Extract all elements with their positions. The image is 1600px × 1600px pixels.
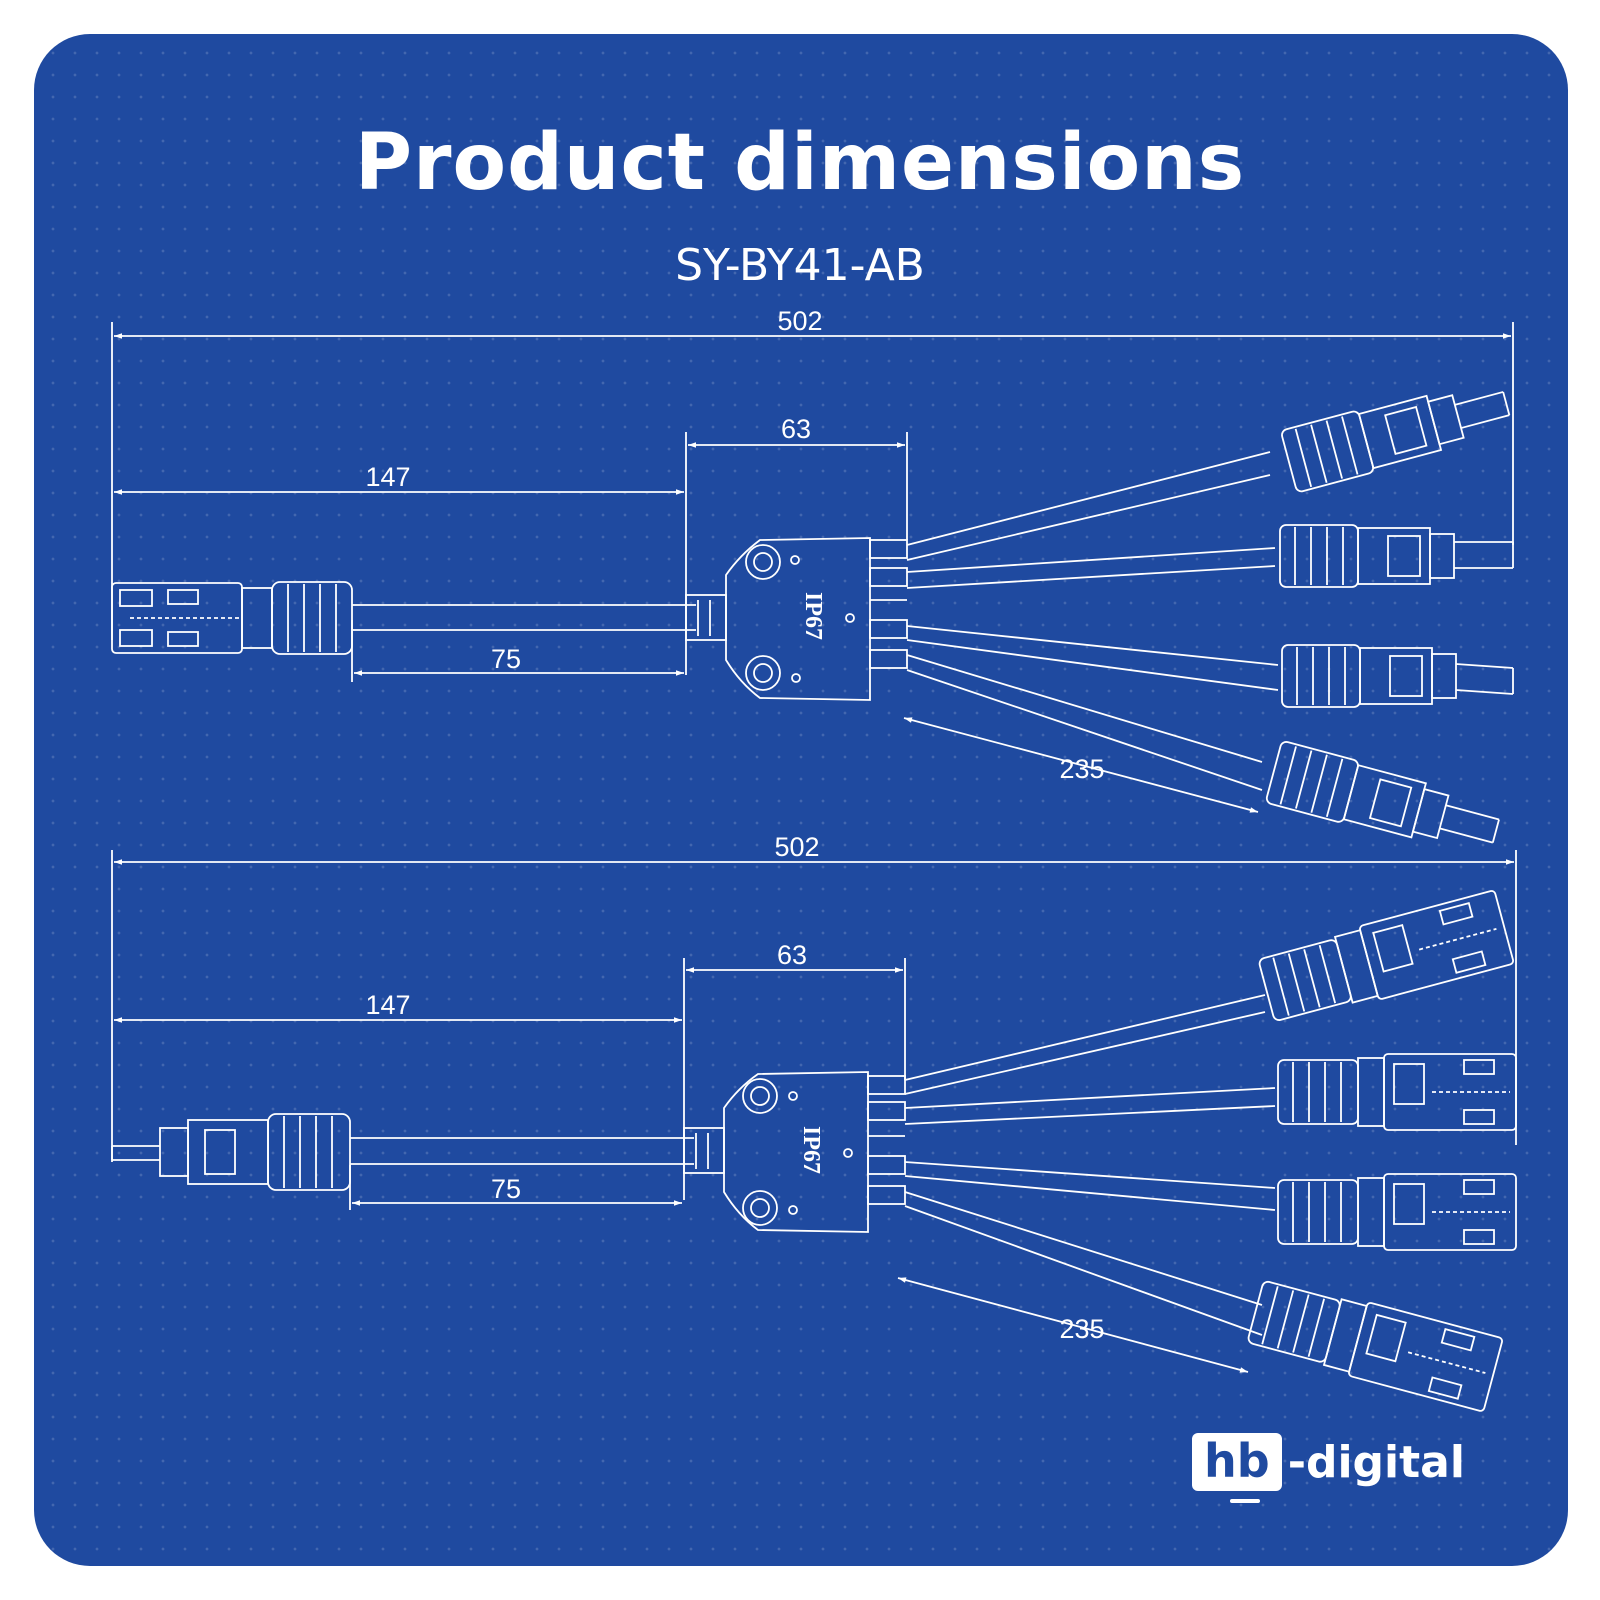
dim-cable-top: 75 [491,644,521,674]
right-connector-top-4 [1265,741,1500,844]
branch-cables-top [906,451,1279,791]
dim-box-bottom: 63 [777,940,807,970]
drawing-bottom: IP67 [111,850,1517,1412]
left-connector-bottom [111,1113,351,1191]
dim-overall-bottom: 502 [774,832,819,862]
dim-line-branch-bottom [897,1277,1249,1373]
brand-logo: hb -digital [1192,1432,1465,1503]
ip-rating-bottom: IP67 [798,1126,824,1174]
dim-line-branch-top [903,717,1259,813]
blueprint-panel [34,34,1568,1566]
junction-box-bottom [683,1071,906,1233]
dim-branch-bottom: 235 [1059,1314,1104,1344]
right-connector-top-2 [1279,524,1514,588]
branch-cables-bottom [904,994,1276,1336]
right-connector-bottom-1 [1258,890,1514,1021]
right-connector-top-3 [1281,644,1514,708]
dim-overall-top: 502 [777,306,822,336]
dim-box-top: 63 [781,414,811,444]
logo-mark: hb [1192,1433,1282,1503]
right-connector-bottom-3 [1277,1173,1517,1251]
left-connector-top [111,581,353,655]
right-connector-bottom-2 [1277,1053,1517,1131]
dim-left-top: 147 [365,462,410,492]
page-title: Product dimensions [354,118,1246,208]
drawing-top: IP67 [111,322,1514,844]
right-connector-top-1 [1281,391,1511,493]
ip-rating-top: IP67 [800,592,826,640]
junction-box-top [685,537,908,701]
right-connector-bottom-4 [1247,1280,1503,1412]
dim-left-bottom: 147 [365,990,410,1020]
dim-cable-bottom: 75 [491,1174,521,1204]
model-number: SY-BY41-AB [675,240,925,291]
dim-branch-top: 235 [1059,754,1104,784]
logo-wordmark: -digital [1287,1436,1465,1488]
